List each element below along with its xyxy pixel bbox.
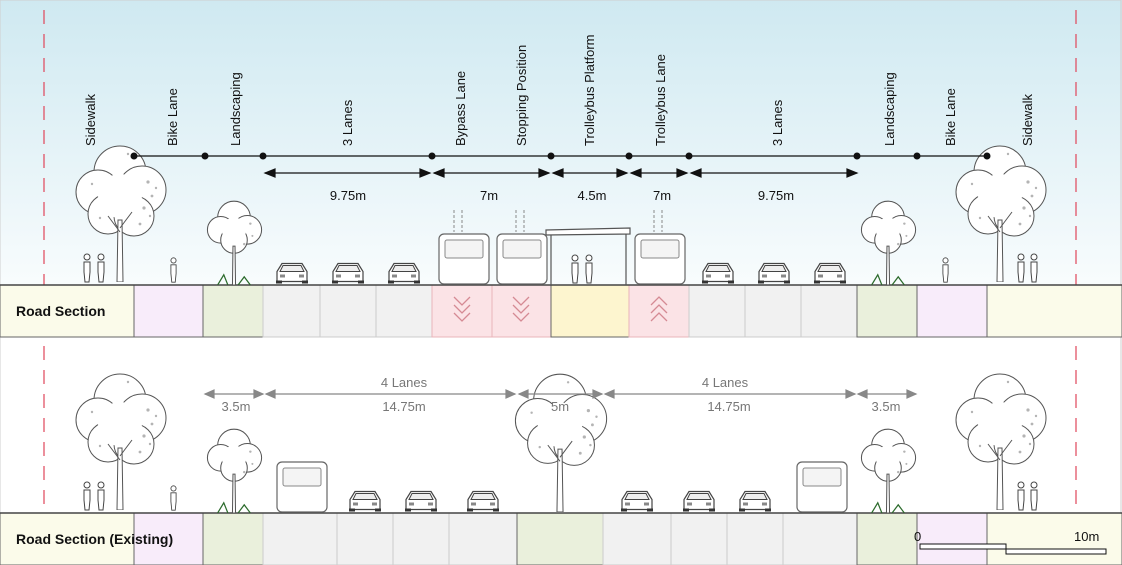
car-icon	[387, 262, 421, 284]
scale-bar: 0 10m	[914, 529, 1107, 555]
zone-label: Landscaping	[882, 72, 897, 146]
dimension-label: 3.5m	[222, 399, 251, 414]
car-icon	[682, 490, 716, 512]
zone-label: 3 Lanes	[770, 99, 785, 146]
zone-label: Bypass Lane	[453, 71, 468, 146]
zone-label: Trolleybus Platform	[582, 35, 597, 147]
pedestrian-icon	[83, 253, 91, 283]
bus-icon	[276, 461, 328, 513]
trolleybus-icon	[634, 210, 686, 285]
scale-start-label: 0	[914, 529, 921, 544]
car-icon	[701, 262, 735, 284]
car-icon	[813, 262, 847, 284]
dimension-label: 7m	[653, 188, 671, 203]
zone-label: 3 Lanes	[340, 99, 355, 146]
zone-label: Landscaping	[228, 72, 243, 146]
pedestrian-icon	[97, 481, 105, 511]
pedestrian-icon	[1030, 481, 1038, 511]
zone-label: Bike Lane	[943, 88, 958, 146]
existing-lanes-label: 4 Lanes	[381, 375, 428, 390]
proposed-dimension-arrows	[263, 168, 859, 178]
existing-dimension-arrows	[203, 389, 918, 399]
landscaping-tree-icon	[206, 428, 263, 513]
car-icon	[404, 490, 438, 512]
landscaping-tree-icon	[860, 428, 917, 513]
dimension-label: 4.5m	[578, 188, 607, 203]
pedestrian-icon	[97, 253, 105, 283]
dimension-label: 9.75m	[758, 188, 794, 203]
dimension-label: 3.5m	[872, 399, 901, 414]
zone-label: Bike Lane	[165, 88, 180, 146]
proposed-section: Road Section	[0, 35, 1122, 338]
trolleybus-icon	[496, 210, 548, 285]
cyclist-icon	[170, 485, 177, 511]
pedestrian-icon	[1017, 481, 1025, 511]
zone-label: Sidewalk	[83, 93, 98, 146]
cyclist-icon	[170, 257, 177, 283]
dimension-label: 14.75m	[382, 399, 425, 414]
car-icon	[620, 490, 654, 512]
zone-label: Trolleybus Lane	[653, 54, 668, 146]
scale-end-label: 10m	[1074, 529, 1099, 544]
zone-boundary-line	[130, 152, 991, 160]
existing-section-strip	[0, 512, 1122, 565]
dimension-label: 7m	[480, 188, 498, 203]
zone-label: Stopping Position	[514, 45, 529, 146]
car-icon	[466, 490, 500, 512]
car-icon	[738, 490, 772, 512]
trolleybus-icon	[438, 210, 490, 285]
cyclist-icon	[942, 257, 949, 283]
passenger-icon	[585, 254, 593, 284]
dimension-label: 5m	[551, 399, 569, 414]
zone-label: Sidewalk	[1020, 93, 1035, 146]
platform-shelter-icon	[545, 227, 631, 285]
pedestrian-icon	[83, 481, 91, 511]
pedestrian-icon	[1017, 253, 1025, 283]
dimension-label: 9.75m	[330, 188, 366, 203]
proposed-section-strip	[0, 284, 1122, 338]
sky-backdrop	[0, 0, 1122, 330]
car-icon	[331, 262, 365, 284]
passenger-icon	[571, 254, 579, 284]
existing-section-label: Road Section (Existing)	[16, 531, 173, 547]
car-icon	[757, 262, 791, 284]
car-icon	[348, 490, 382, 512]
dimension-label: 14.75m	[707, 399, 750, 414]
existing-lanes-label: 4 Lanes	[702, 375, 749, 390]
pedestrian-icon	[1030, 253, 1038, 283]
bus-lane-direction-chevrons	[453, 296, 668, 322]
existing-section: Road Section (Existing)	[0, 373, 1122, 565]
proposed-section-label: Road Section	[16, 303, 105, 319]
car-icon	[275, 262, 309, 284]
bus-icon	[796, 461, 848, 513]
